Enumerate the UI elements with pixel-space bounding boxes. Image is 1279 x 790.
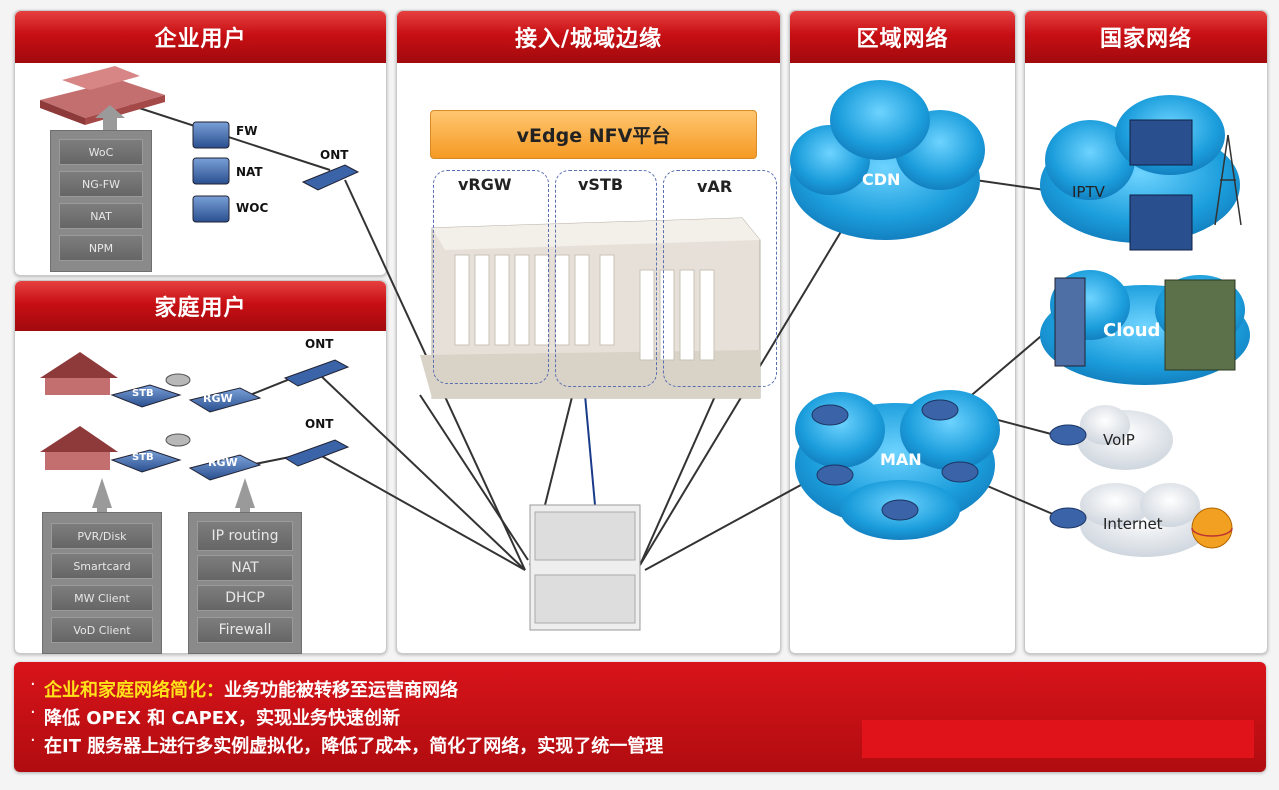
summary-highlight: 企业和家庭网络简化： [44, 680, 224, 701]
bullet-dot-3: · [30, 730, 36, 751]
fw-label: FW [236, 124, 258, 138]
stack-item-npm: NPM [59, 235, 143, 261]
house-icon-2 [40, 426, 118, 470]
enterprise-function-stack: WoC NG-FW NAT NPM [50, 130, 152, 272]
stack-item-smartcard: Smartcard [51, 553, 153, 579]
redaction-block [862, 720, 1254, 758]
internet-label: Internet [1103, 515, 1163, 533]
voip-cloud [1077, 405, 1173, 470]
summary-line-1: 企业和家庭网络简化：业务功能被转移至运营商网络 [44, 676, 458, 702]
enterprise-building-icon [40, 66, 165, 125]
stack-item-ngfw: NG-FW [59, 171, 143, 197]
home-header: 家庭用户 [15, 281, 386, 331]
home-ont-label-1: ONT [305, 337, 334, 351]
stack-item-rgw-nat: NAT [197, 555, 293, 581]
antenna-tower-icon [1214, 134, 1242, 226]
stack-item-pvr: PVR/Disk [51, 523, 153, 549]
vnf-label-vstb: vSTB [578, 175, 624, 194]
cdn-label: CDN [862, 170, 901, 189]
rgw-function-stack: IP routing NAT DHCP Firewall [188, 512, 302, 654]
stack-item-woc: WoC [59, 139, 143, 165]
cloud-label: Cloud [1103, 320, 1161, 341]
summary-line-3: 在IT 服务器上进行多实例虚拟化，降低了成本，简化了网络，实现了统一管理 [44, 736, 664, 757]
iptv-label: IPTV [1072, 183, 1105, 201]
bullet-dot-2: · [30, 702, 36, 723]
home-ont-label-2: ONT [305, 417, 334, 431]
stb-label-1: STB [132, 388, 154, 399]
vedge-nfv-platform: vEdge NFV平台 [430, 110, 757, 159]
summary-text-1: 业务功能被转移至运营商网络 [224, 680, 458, 701]
stb-label-2: STB [132, 452, 154, 463]
regional-header: 区域网络 [790, 11, 1015, 63]
voip-label: VoIP [1103, 431, 1135, 449]
nat-label: NAT [236, 165, 263, 179]
bullet-dot-1: · [30, 674, 36, 695]
stack-item-nat: NAT [59, 203, 143, 229]
cdn-cloud [790, 80, 985, 240]
woc-label: WOC [236, 201, 269, 215]
stack-item-mw-client: MW Client [51, 585, 153, 611]
vnf-box-vstb [555, 170, 657, 387]
internet-cloud [1080, 483, 1210, 557]
stb-function-stack: PVR/Disk Smartcard MW Client VoD Client [42, 512, 162, 654]
vnf-box-vrgw [433, 170, 549, 384]
summary-line-2: 降低 OPEX 和 CAPEX，实现业务快速创新 [44, 708, 400, 729]
stack-item-dhcp: DHCP [197, 585, 293, 611]
stack-item-firewall: Firewall [197, 617, 293, 643]
national-header: 国家网络 [1025, 11, 1267, 63]
enterprise-ont-label: ONT [320, 148, 349, 162]
stack-item-ip-routing: IP routing [197, 521, 293, 551]
access-header: 接入/城域边缘 [397, 11, 780, 63]
vnf-label-vrgw: vRGW [458, 175, 512, 194]
globe-icon [1191, 507, 1233, 549]
vnf-box-var [663, 170, 777, 387]
man-label: MAN [880, 450, 922, 469]
access-node-icon [529, 504, 641, 631]
enterprise-header: 企业用户 [15, 11, 386, 63]
stack-item-vod-client: VoD Client [51, 617, 153, 643]
rgw-label-2: RGW [208, 456, 238, 469]
rgw-label-1: RGW [203, 392, 233, 405]
vnf-label-var: vAR [697, 177, 733, 196]
house-icon-1 [40, 352, 118, 395]
